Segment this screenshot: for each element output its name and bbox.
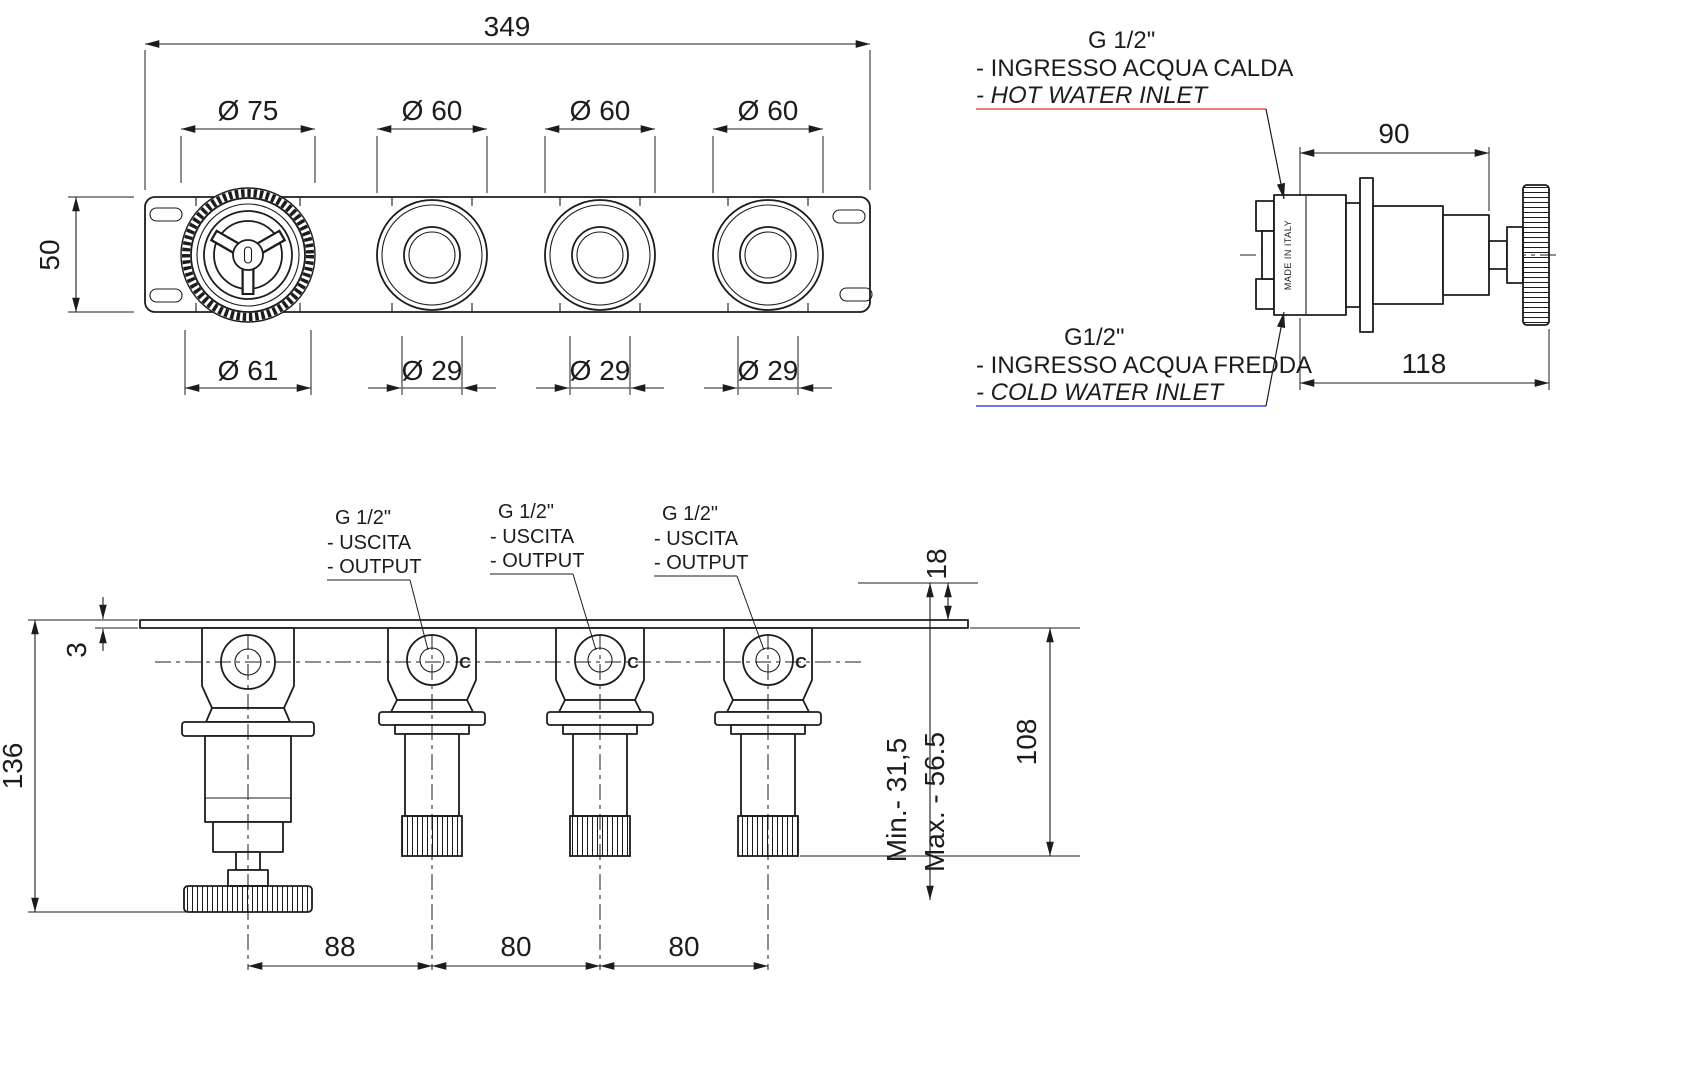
front-view-dimensions: 349 Ø 75 Ø 60 Ø 60 Ø 60 50 Ø 61 — [34, 11, 871, 395]
top-view-dimensions: 3 136 18 108 Min.- 31,5 Max. - 56.5 88 8… — [0, 548, 1080, 970]
side-valve-body: MADE IN ITALY — [1255, 177, 1550, 333]
output-3-leader — [736, 575, 765, 651]
thermostatic-knob — [180, 187, 316, 323]
output-callout-3: G 1/2" - USCITA - OUTPUT — [654, 503, 765, 651]
output-1-thread: G 1/2" — [335, 507, 391, 529]
output-callout-2: G 1/2" - USCITA - OUTPUT — [490, 501, 597, 651]
dim-knob-small-3: Ø 60 — [738, 95, 799, 126]
front-view: 349 Ø 75 Ø 60 Ø 60 Ø 60 50 Ø 61 — [34, 11, 873, 395]
output-3-thread: G 1/2" — [662, 503, 718, 525]
volume-knob-1 — [376, 199, 488, 311]
knob-base-ticks — [195, 197, 809, 312]
cold-inlet-leader — [1265, 311, 1286, 407]
dim-min-depth: Min.- 31,5 — [881, 738, 912, 863]
dim-plate-thickness: 3 — [61, 642, 92, 658]
hot-inlet-label-it: - INGRESSO ACQUA CALDA — [976, 55, 1293, 82]
dim-base-small-1-group: Ø 29 — [368, 336, 496, 395]
dim-body-depth: 90 — [1378, 118, 1409, 149]
output-1-label-en: - OUTPUT — [327, 556, 421, 578]
wall-plate-edge — [1359, 177, 1374, 333]
plate-slot — [149, 288, 183, 303]
output-2-thread: G 1/2" — [498, 501, 554, 523]
hot-inlet-callout: G 1/2" - INGRESSO ACQUA CALDA - HOT WATE… — [976, 27, 1293, 200]
dim-total-depth: 136 — [0, 743, 28, 790]
cold-inlet-label-it: - INGRESSO ACQUA FREDDA — [976, 352, 1312, 379]
plate-slot — [839, 287, 873, 302]
dim-total-width: 349 — [484, 11, 531, 42]
dim-base-large: Ø 61 — [218, 355, 279, 386]
plate-slot — [149, 207, 183, 222]
hot-inlet-label-en: - HOT WATER INLET — [976, 82, 1209, 109]
output-2-label-en: - OUTPUT — [490, 550, 584, 572]
dim-plate-height: 50 — [34, 239, 65, 270]
dim-body-depth: 108 — [1011, 719, 1042, 766]
port-letter: C — [459, 655, 471, 672]
dim-total-depth: 118 — [1402, 348, 1447, 379]
plate-edge — [139, 619, 969, 629]
hot-inlet-thread: G 1/2" — [1088, 27, 1155, 54]
cold-inlet-label-en: - COLD WATER INLET — [976, 379, 1225, 406]
output-3-label-it: - USCITA — [654, 528, 739, 550]
cold-inlet-thread: G1/2" — [1064, 324, 1125, 351]
side-handwheel — [1522, 184, 1550, 326]
volume-knob-2 — [544, 199, 656, 311]
side-view-dimensions: 90 118 — [1299, 118, 1550, 390]
dim-base-small-3: Ø 29 — [738, 355, 799, 386]
dim-spacing-3: 80 — [668, 931, 699, 962]
dim-knob-small-2: Ø 60 — [570, 95, 631, 126]
dim-base-small-2: Ø 29 — [570, 355, 631, 386]
volume-knob-3 — [712, 199, 824, 311]
output-2-leader — [572, 573, 597, 651]
output-callout-1: G 1/2" - USCITA - OUTPUT — [327, 507, 429, 651]
plate-slot — [832, 209, 866, 224]
centerlines — [155, 634, 862, 970]
dim-base-small-1: Ø 29 — [402, 355, 463, 386]
output-2-label-it: - USCITA — [490, 526, 575, 548]
mounting-plate — [144, 196, 871, 313]
dim-wall-offset: 18 — [921, 548, 952, 579]
made-in-italy-label: MADE IN ITALY — [1283, 220, 1293, 290]
hot-inlet-leader — [1265, 108, 1286, 200]
output-1-label-it: - USCITA — [327, 532, 412, 554]
output-3-label-en: - OUTPUT — [654, 552, 748, 574]
dim-base-small-2-group: Ø 29 — [536, 336, 664, 395]
dim-max-depth: Max. - 56.5 — [919, 732, 950, 872]
port-letter: C — [795, 655, 807, 672]
side-view: MADE IN ITALY G 1/2" - INGRESSO ACQUA CA… — [976, 27, 1558, 407]
cold-inlet-callout: G1/2" - INGRESSO ACQUA FREDDA - COLD WAT… — [976, 311, 1312, 407]
dim-spacing-1: 88 — [324, 931, 355, 962]
dim-knob-small-1: Ø 60 — [402, 95, 463, 126]
port-letter: C — [627, 655, 639, 672]
output-1-leader — [409, 579, 429, 651]
dim-base-small-3-group: Ø 29 — [704, 336, 832, 395]
top-view: C C C — [0, 501, 1080, 970]
dim-spacing-2: 80 — [500, 931, 531, 962]
dim-knob-large: Ø 75 — [218, 95, 279, 126]
